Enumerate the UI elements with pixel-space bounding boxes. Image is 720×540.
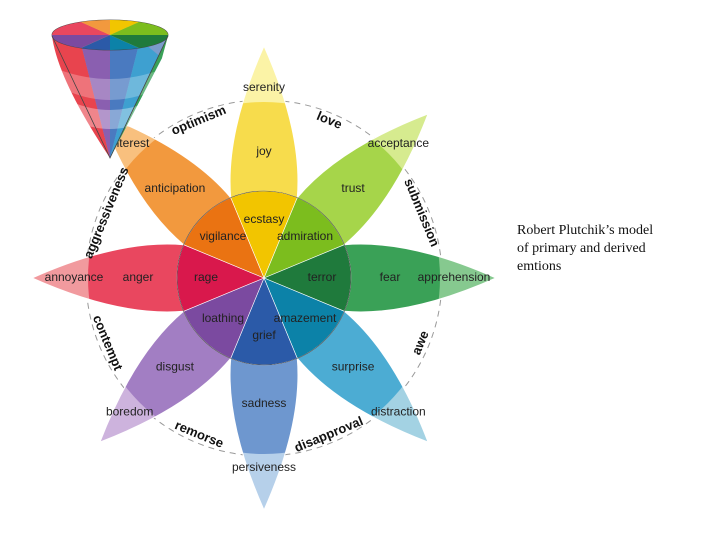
emotion-label-persiveness: persiveness <box>232 460 296 474</box>
emotion-label-admiration: admiration <box>277 229 333 243</box>
emotion-label-fear: fear <box>380 270 401 284</box>
emotion-label-rage: rage <box>194 270 218 284</box>
caption-line-1: Robert Plutchik’s model <box>517 223 654 238</box>
dyad-label-aggressiveness: aggressiveness <box>80 165 131 261</box>
petal-band-mild <box>297 113 429 245</box>
emotion-label-distraction: distraction <box>371 405 426 419</box>
caption: Robert Plutchik’s model of primary and d… <box>517 222 707 276</box>
caption-line-2: of primary and derived <box>517 241 646 256</box>
dyad-label-optimism: optimism <box>169 102 228 138</box>
core-emotions <box>176 190 352 366</box>
petal-anticipation <box>99 113 231 245</box>
emotion-label-acceptance: acceptance <box>368 136 430 150</box>
emotion-label-anger: anger <box>123 270 154 284</box>
emotion-labels: ecstasy joy serenity admiration trust accepta… <box>45 80 491 474</box>
petal-outline <box>296 310 429 443</box>
emotion-label-vigilance: vigilance <box>200 229 247 243</box>
emotion-label-boredom: boredom <box>106 405 153 419</box>
petal-outline <box>296 113 429 246</box>
caption-line-3: emtions <box>517 259 562 274</box>
petal-band-mid <box>297 113 429 245</box>
emotion-cone-illustration <box>51 19 169 159</box>
dyad-label-love: love <box>315 108 345 132</box>
petal-band-mid <box>297 311 429 443</box>
petal-outline <box>99 310 232 443</box>
emotion-label-ecstasy: ecstasy <box>244 212 285 226</box>
emotion-label-amazement: amazement <box>274 311 337 325</box>
petal-band-mild <box>99 113 231 245</box>
petal-band-mid <box>99 113 231 245</box>
petal-outline <box>229 44 299 199</box>
dyad-label-submission: submission <box>401 176 443 249</box>
emotion-label-annoyance: annoyance <box>45 270 104 284</box>
petal-outline <box>30 243 185 313</box>
emotion-label-loathing: loathing <box>202 311 244 325</box>
petal-band-mild <box>99 311 231 443</box>
petal-disgust <box>99 311 231 443</box>
emotion-label-sadness: sadness <box>242 396 287 410</box>
petal-band-mild <box>297 311 429 443</box>
emotion-label-apprehension: apprehension <box>418 270 491 284</box>
petal-surprise <box>297 311 429 443</box>
core-outline <box>176 190 352 366</box>
petal-band-mid <box>99 311 231 443</box>
dyad-label-remorse: remorse <box>173 417 226 450</box>
emotion-label-trust: trust <box>341 181 365 195</box>
emotion-label-disgust: disgust <box>156 359 195 373</box>
dyad-label-disapproval: disapproval <box>292 413 365 455</box>
dyad-label-contempt: contempt <box>90 313 127 373</box>
emotion-label-interest: interest <box>110 136 150 150</box>
dyad-label-awe: awe <box>408 328 431 356</box>
emotion-label-terror: terror <box>308 270 337 284</box>
emotion-label-anticipation: anticipation <box>145 181 206 195</box>
petal-trust <box>297 113 429 245</box>
emotion-label-serenity: serenity <box>243 80 285 94</box>
emotion-label-surprise: surprise <box>332 359 375 373</box>
petal-outline <box>343 243 498 313</box>
emotion-label-joy: joy <box>255 144 271 158</box>
emotion-label-grief: grief <box>252 328 276 342</box>
petal-outline <box>229 357 299 512</box>
